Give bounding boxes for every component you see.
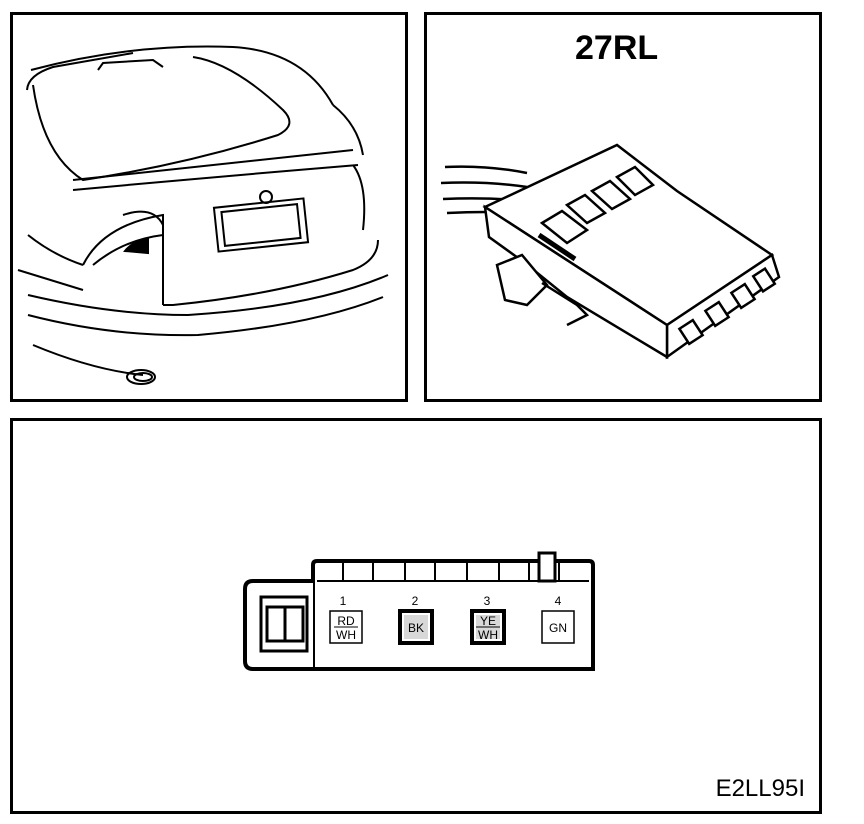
pin-wire-stripe: WH [336,628,356,642]
connector-title: 27RL [575,29,659,67]
figure-code: E2LL95I [715,775,805,802]
pinout-panel: 1 RD WH 2 BK 3 YE WH 4 GN E2LL95I [10,418,822,814]
connector-view-panel: 27RL [424,12,822,402]
car-rear-illustration [17,45,389,385]
pin-number: 3 [484,594,491,608]
pin-number: 4 [555,594,562,608]
pin-number: 2 [412,594,419,608]
pin-box [541,610,575,644]
pin-4: 4 GN [541,594,575,644]
pin-1: 1 RD WH [329,594,363,644]
pin-wire-color: YE [480,614,496,628]
pin-2: 2 BK [398,594,434,645]
pin-3: 3 YE WH [470,594,506,645]
pin-wire-color: GN [549,621,567,635]
connector-illustration [440,143,781,360]
pin-wire-color: RD [337,614,355,628]
connector-face-diagram: 1 RD WH 2 BK 3 YE WH 4 GN [243,551,595,671]
pin-wire-color: BK [408,621,424,635]
pin-number: 1 [340,594,347,608]
pin-wire-stripe: WH [478,628,498,642]
car-rear-view-panel [10,12,408,402]
